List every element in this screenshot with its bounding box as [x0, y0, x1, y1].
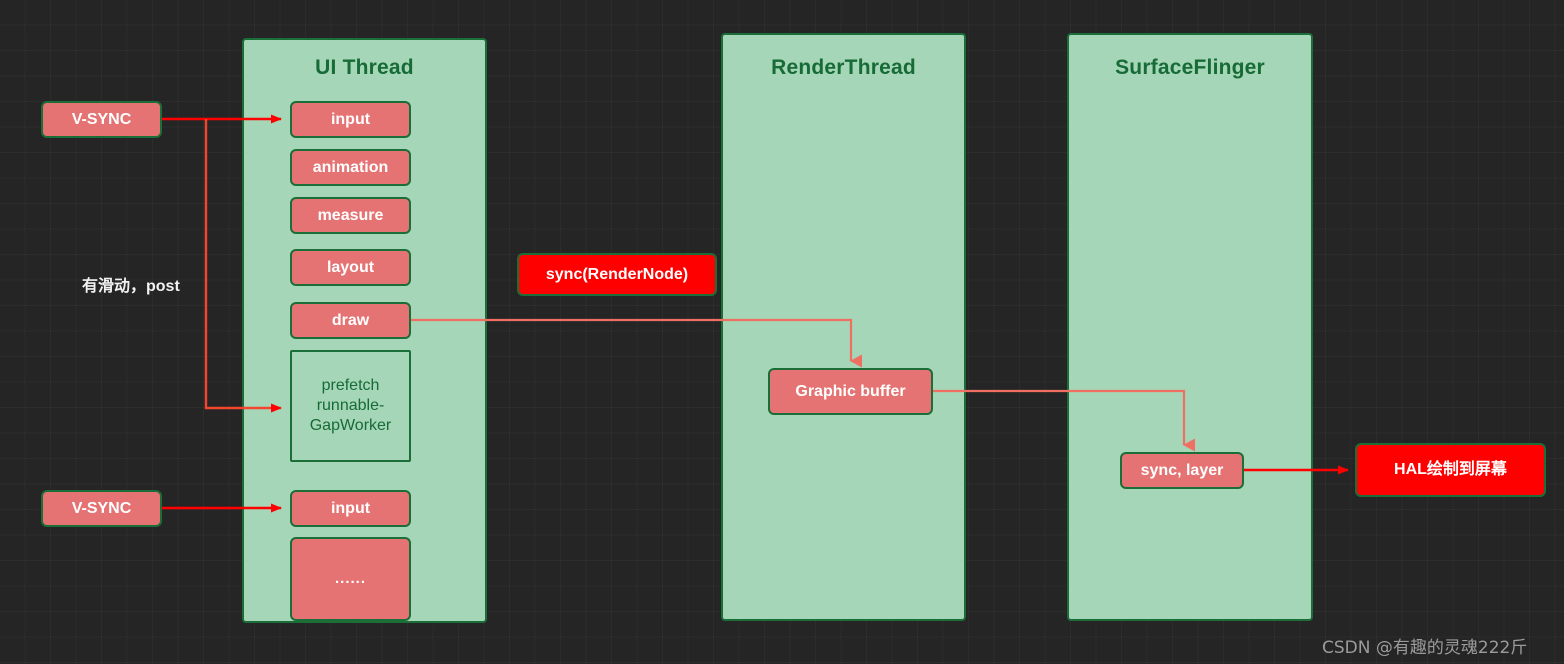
box-hal-draw-to-screen[interactable]: HAL绘制到屏幕 — [1355, 443, 1546, 497]
box-sync-rendernode[interactable]: sync(RenderNode) — [517, 253, 717, 296]
panel-title-ui-thread: UI Thread — [315, 56, 414, 79]
panel-title-render-thread: RenderThread — [771, 56, 916, 79]
watermark-csdn: CSDN @有趣的灵魂222斤 — [1322, 638, 1528, 658]
panel-render-thread: RenderThread — [721, 33, 966, 621]
stage-input-1[interactable]: input — [290, 101, 411, 138]
stage-more[interactable]: ...... — [290, 537, 411, 621]
stage-draw[interactable]: draw — [290, 302, 411, 339]
panel-surface-flinger: SurfaceFlinger — [1067, 33, 1313, 621]
stage-input-2[interactable]: input — [290, 490, 411, 527]
box-vsync-bottom[interactable]: V-SYNC — [41, 490, 162, 527]
panel-title-surface-flinger: SurfaceFlinger — [1115, 56, 1265, 79]
stage-animation[interactable]: animation — [290, 149, 411, 186]
stage-measure[interactable]: measure — [290, 197, 411, 234]
box-graphic-buffer[interactable]: Graphic buffer — [768, 368, 933, 415]
label-post-note: 有滑动，post — [82, 278, 180, 295]
box-vsync-top[interactable]: V-SYNC — [41, 101, 162, 138]
stage-layout[interactable]: layout — [290, 249, 411, 286]
stage-prefetch-gapworker[interactable]: prefetch runnable-GapWorker — [290, 350, 411, 462]
box-sync-layer[interactable]: sync, layer — [1120, 452, 1244, 489]
